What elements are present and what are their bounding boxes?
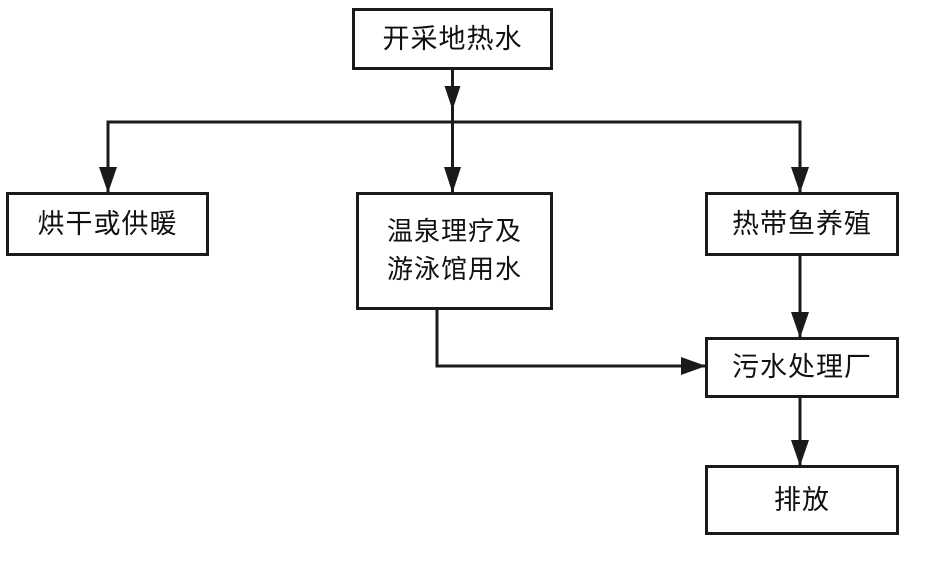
node-discharge[interactable]: 排放 xyxy=(705,465,899,535)
arrowhead-bus-to-drying xyxy=(99,167,117,193)
arrowhead-bus-to-spa xyxy=(444,167,461,193)
node-drying-heating[interactable]: 烘干或供暖 xyxy=(6,192,209,256)
node-spa-pool[interactable]: 温泉理疗及 游泳馆用水 xyxy=(356,192,553,310)
arrowhead-spa-to-plant xyxy=(681,357,706,375)
node-source[interactable]: 开采地热水 xyxy=(352,8,553,70)
arrowhead-fish-to-plant xyxy=(791,312,809,338)
arrowhead-source-to-bus xyxy=(444,86,461,110)
arrowhead-bus-to-fish xyxy=(791,167,809,193)
arrowhead-plant-to-discharge xyxy=(791,440,809,466)
edge-spa-to-plant xyxy=(435,310,705,368)
node-wastewater-plant[interactable]: 污水处理厂 xyxy=(705,337,899,398)
node-tropical-fish[interactable]: 热带鱼养殖 xyxy=(705,192,899,256)
